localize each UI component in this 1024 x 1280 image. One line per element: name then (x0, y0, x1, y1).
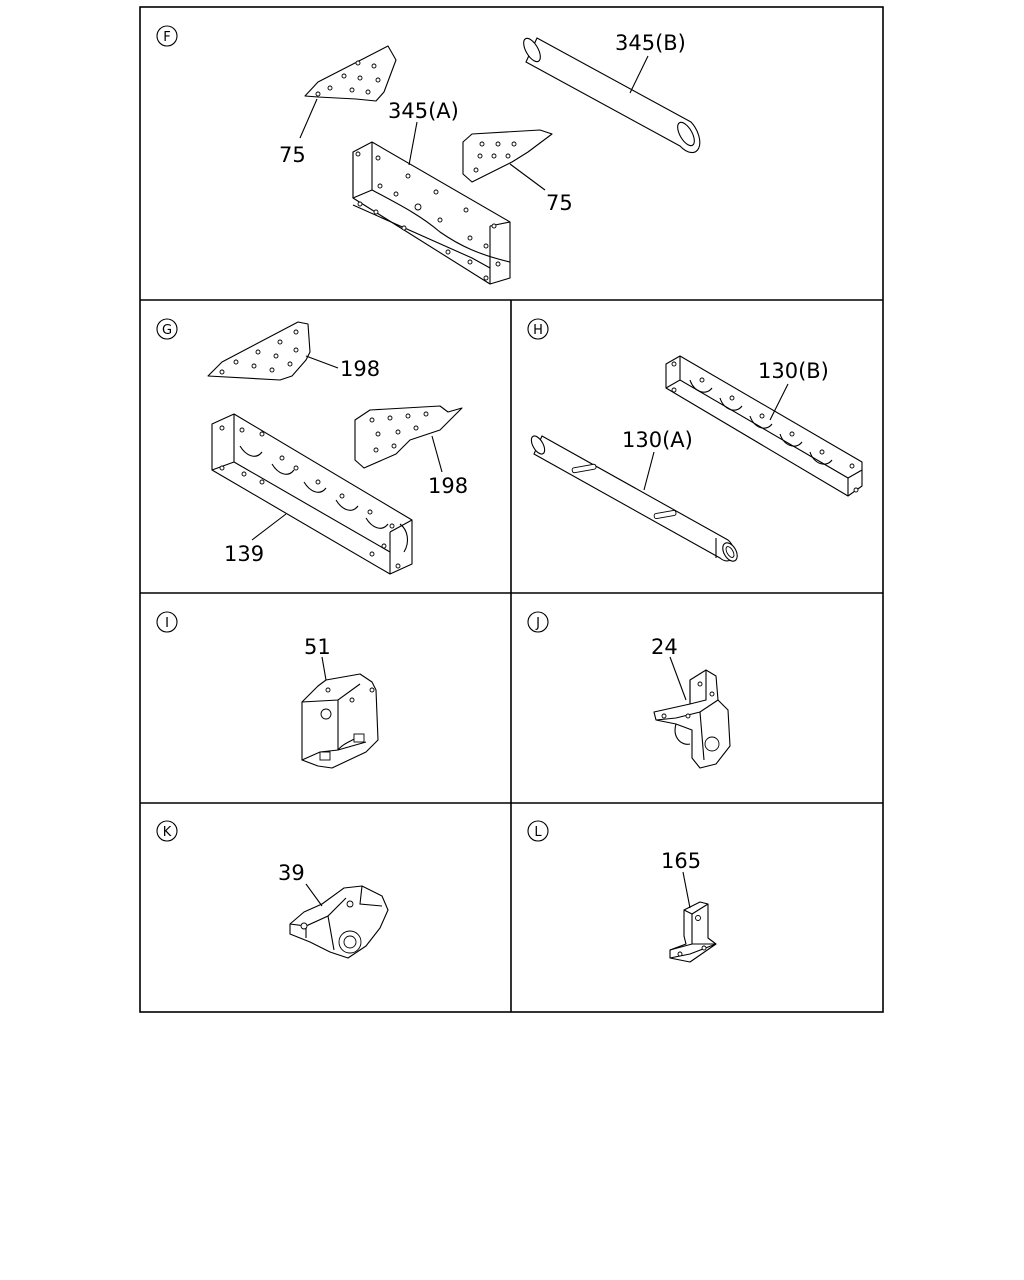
bracket-24 (653, 669, 731, 769)
bracket-39 (289, 885, 389, 959)
svg-text:G: G (162, 323, 172, 338)
tube-member-130a (530, 435, 738, 562)
panel-k: K 39 (156, 820, 389, 959)
svg-text:130(B): 130(B) (758, 359, 829, 383)
svg-text:75: 75 (546, 191, 573, 215)
svg-text:51: 51 (304, 635, 331, 659)
round-bar-345b (523, 37, 701, 154)
svg-text:L: L (534, 825, 542, 840)
section-marker-h: H (527, 318, 549, 340)
svg-text:H: H (533, 323, 543, 338)
svg-text:K: K (163, 825, 172, 840)
svg-text:139: 139 (224, 542, 264, 566)
svg-text:345(B): 345(B) (615, 31, 686, 55)
panel-f: F 75 345(B) (156, 25, 701, 285)
bracket-165 (669, 901, 717, 963)
channel-member-130b (665, 355, 863, 497)
svg-text:198: 198 (340, 357, 380, 381)
svg-text:39: 39 (278, 861, 305, 885)
gusset-plate-75-b (462, 129, 553, 183)
section-marker-j: J (527, 611, 549, 633)
section-marker-l: L (527, 820, 549, 842)
section-marker-g: G (156, 318, 178, 340)
svg-text:165: 165 (661, 849, 701, 873)
section-marker-f: F (156, 25, 178, 47)
gusset-plate-198-a (207, 321, 311, 381)
panel-grid (139, 6, 884, 1013)
svg-text:198: 198 (428, 474, 468, 498)
channel-member-345a (352, 141, 511, 285)
gusset-plate-75-a (304, 45, 397, 102)
panel-j: J 24 (527, 611, 731, 769)
svg-text:24: 24 (651, 635, 678, 659)
panel-g: G 198 (156, 318, 468, 575)
callout-label: 75 (279, 143, 306, 167)
panel-l: L 165 (527, 820, 717, 963)
panel-h: H 130(B) (527, 318, 863, 562)
svg-text:130(A): 130(A) (622, 428, 693, 452)
section-marker-i: I (156, 611, 178, 633)
bracket-51 (301, 673, 379, 769)
svg-text:F: F (163, 30, 170, 45)
gusset-plate-198-b (354, 405, 463, 469)
svg-text:345(A): 345(A) (388, 99, 459, 123)
panel-i: I 51 (156, 611, 379, 769)
svg-text:I: I (165, 616, 169, 631)
section-marker-k: K (156, 820, 178, 842)
channel-member-139 (211, 413, 413, 575)
svg-text:J: J (535, 616, 540, 631)
